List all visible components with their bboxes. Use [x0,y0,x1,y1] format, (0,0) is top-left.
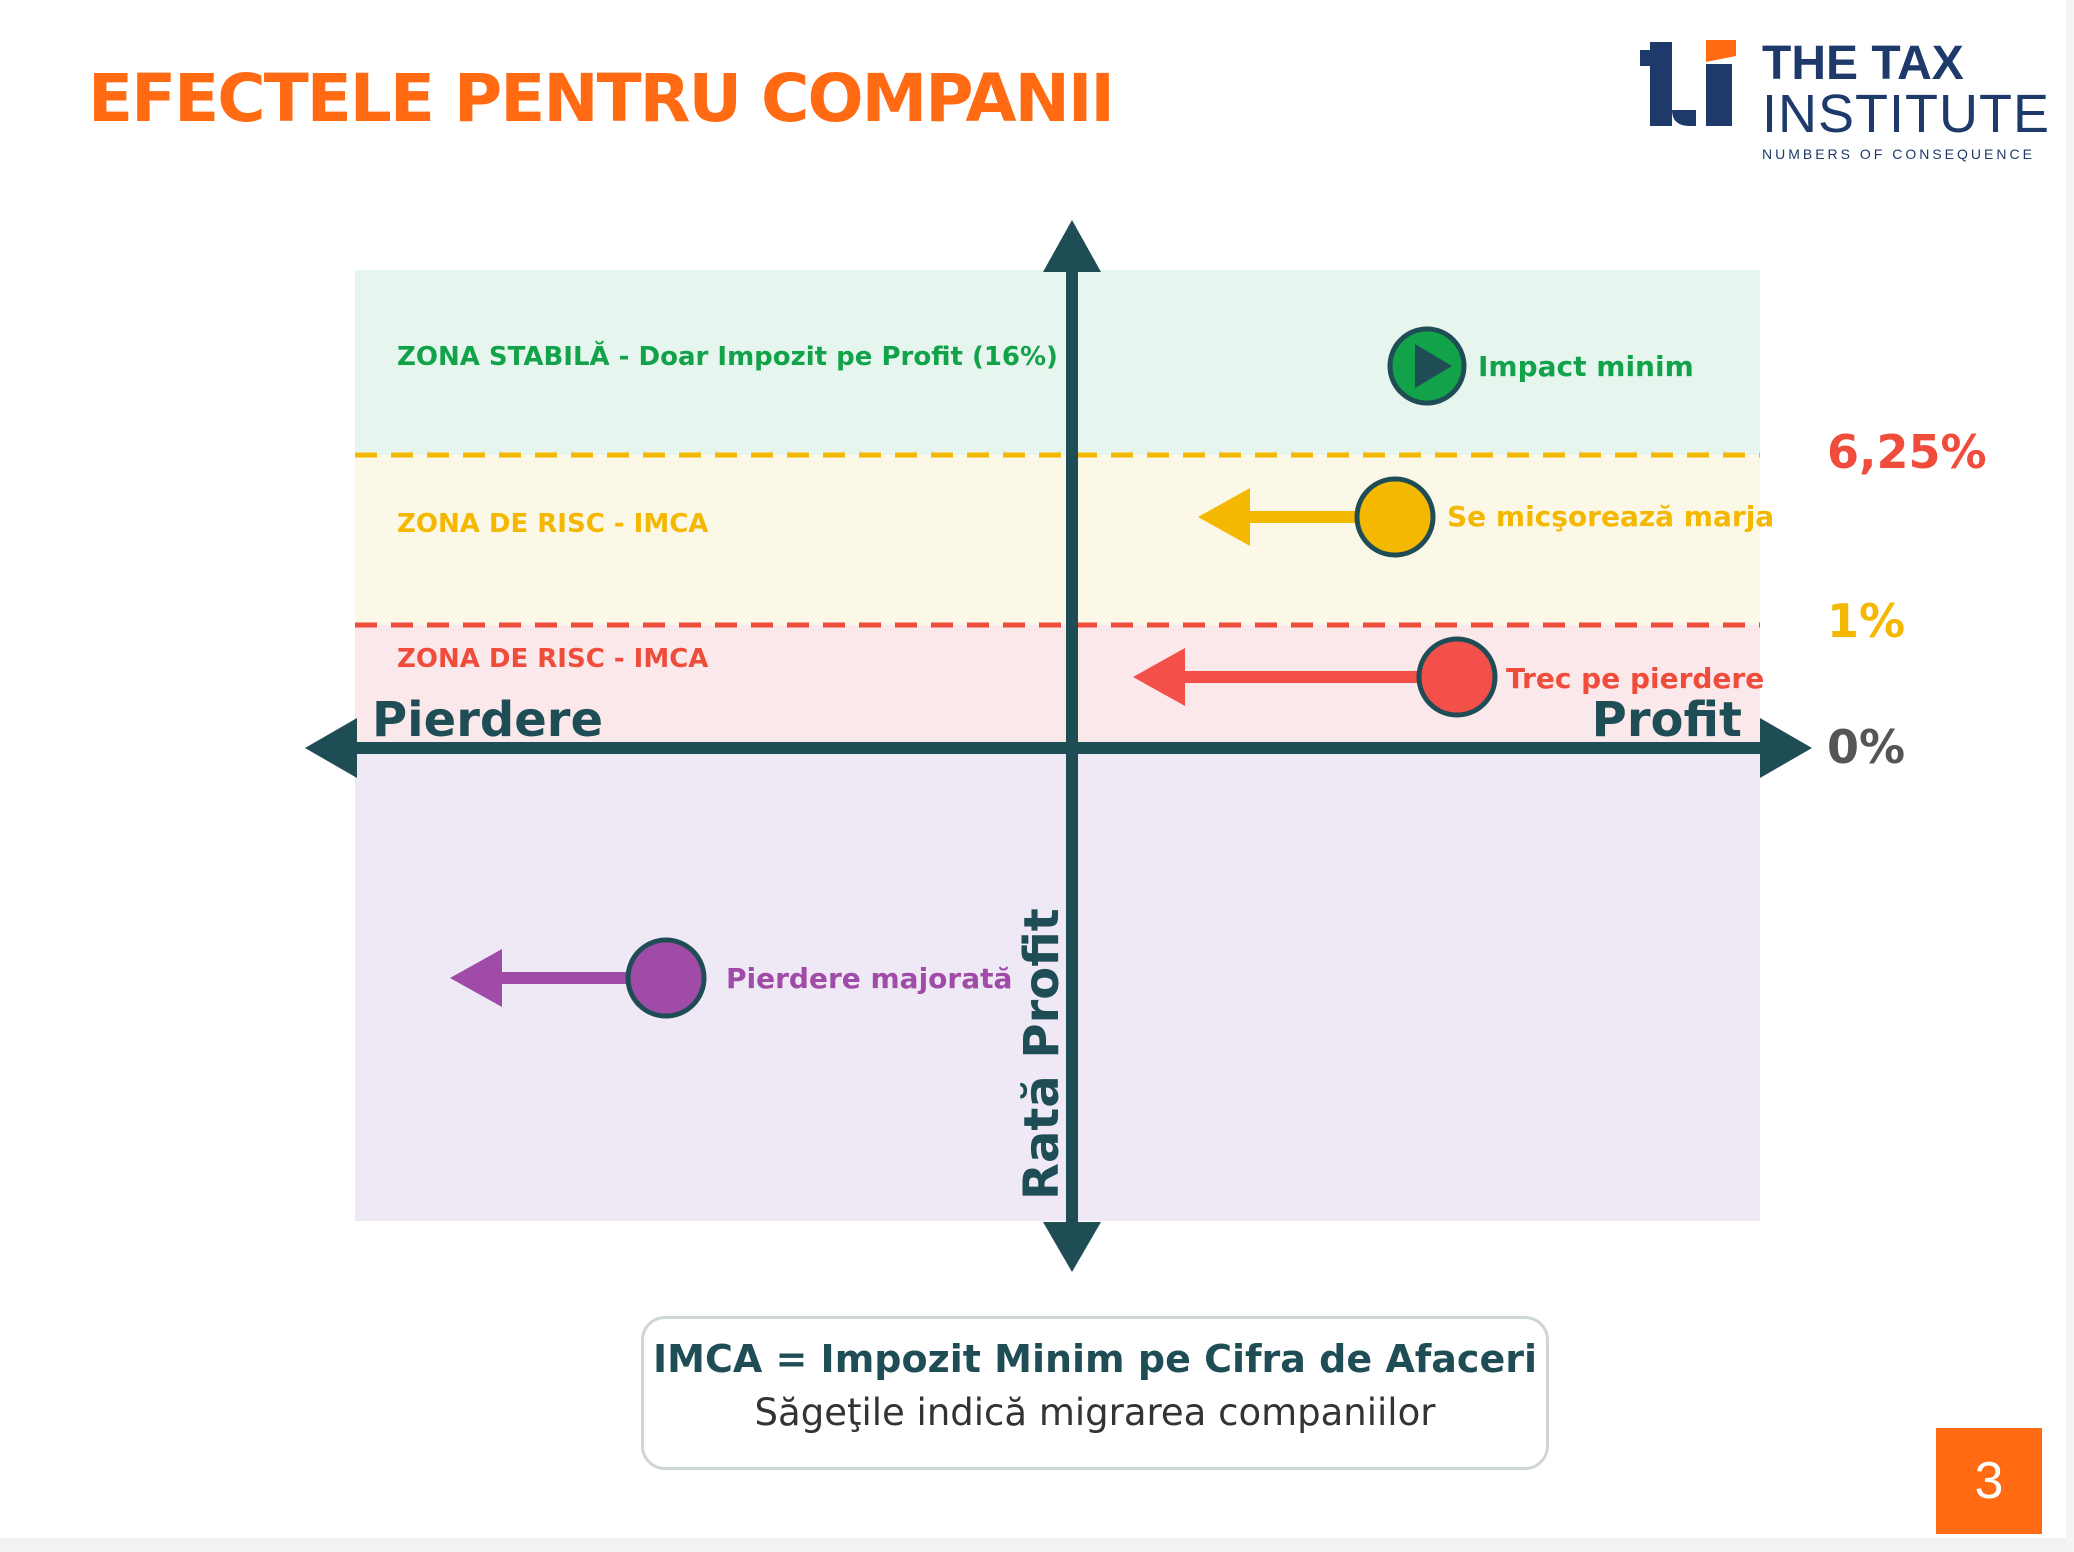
play-icon [1415,344,1452,388]
arrow-left-red-icon [1133,648,1185,706]
slide-title: EFECTELE PENTRU COMPANII [88,60,1115,137]
logo-tagline: NUMBERS OF CONSEQUENCE [1762,146,2035,162]
zone-risk-yellow-band [355,455,1760,625]
threshold-label-6-25: 6,25% [1827,425,1987,479]
zone-stable-band [355,270,1760,455]
legend-definition: IMCA = Impozit Minim pe Cifra de Afaceri [653,1337,1537,1381]
page-number-badge: 3 [1936,1428,2042,1534]
threshold-label-1: 1% [1827,594,1905,648]
axis-arrow-up-icon [1043,220,1101,272]
point-label-pierdere-majorata: Pierdere majorată [726,962,1012,995]
zone-loss-band [355,748,1760,1221]
point-label-trec-pe-pierdere: Trec pe pierdere [1506,662,1764,695]
threshold-label-0: 0% [1827,720,1905,774]
zone-label-risk-red: ZONA DE RISC - IMCA [397,644,708,674]
axis-label-profit: Profit [1592,692,1742,748]
zone-label-stable: ZONA STABILĂ - Doar Impozit pe Profit (1… [397,340,1058,372]
logo-wordmark: THE TAX INSTITUTE NUMBERS OF CONSEQUENCE [1762,37,2050,163]
bottom-strip [0,1538,2074,1552]
axis-label-loss: Pierdere [372,692,603,748]
ti-logo-mark-icon [1640,40,1736,126]
point-se-micsoreaza-marja [1354,476,1436,558]
the-tax-institute-logo: THE TAX INSTITUTE NUMBERS OF CONSEQUENCE [1630,37,2050,163]
legend-box: IMCA = Impozit Minim pe Cifra de Afaceri… [641,1316,1549,1470]
axis-arrow-down-icon [1043,1222,1101,1272]
point-label-se-micsoreaza-marja: Se micşorează marja [1447,500,1774,533]
arrow-left-yellow-icon [1198,488,1250,546]
logo-line-1: THE TAX [1762,37,1964,90]
arrow-left-purple-icon [450,949,502,1007]
axis-arrow-left-icon [305,718,357,778]
point-pierdere-majorata [625,937,707,1019]
legend-note: Săgeţile indică migrarea companiilor [754,1391,1436,1434]
point-trec-pe-pierdere [1416,636,1498,718]
zone-risk-red-band [355,625,1760,748]
zone-label-risk-yellow: ZONA DE RISC - IMCA [397,509,708,539]
axis-label-profit-rate: Rată Profit [1014,908,1070,1200]
right-scroll-strip [2066,0,2074,1552]
axis-arrow-right-icon [1760,718,1812,778]
logo-line-2: INSTITUTE [1762,84,2050,144]
point-label-impact-minim: Impact minim [1478,350,1694,383]
